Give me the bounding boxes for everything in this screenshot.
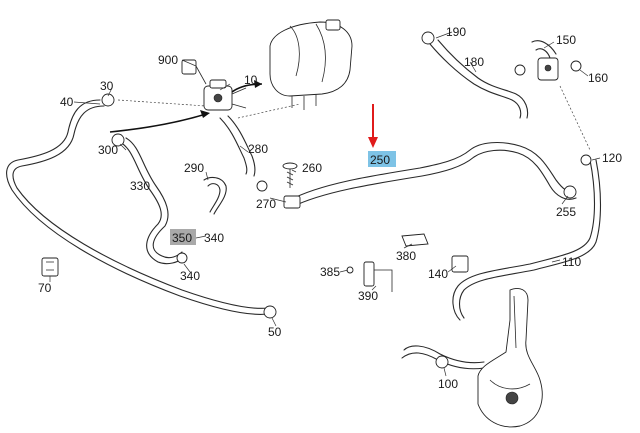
bracket-70 bbox=[41, 257, 59, 277]
label-340-upper: 340 bbox=[204, 231, 224, 245]
label-380: 380 bbox=[396, 249, 416, 263]
label-900: 900 bbox=[158, 53, 178, 67]
part-labels: 900 10 30 40 300 280 290 330 260 270 250… bbox=[38, 25, 622, 391]
fitting-140 bbox=[451, 255, 469, 273]
connector-900 bbox=[181, 59, 207, 85]
label-340-lower: 340 bbox=[180, 269, 200, 283]
leader-lines bbox=[49, 31, 601, 377]
label-190: 190 bbox=[446, 25, 466, 39]
label-180: 180 bbox=[464, 55, 484, 69]
label-290: 290 bbox=[184, 161, 204, 175]
label-30: 30 bbox=[100, 79, 114, 93]
reservoir bbox=[477, 288, 543, 428]
label-260: 260 bbox=[302, 161, 322, 175]
label-150: 150 bbox=[556, 33, 576, 47]
fitting-270 bbox=[283, 195, 301, 209]
valve-10 bbox=[109, 79, 263, 133]
label-110: 110 bbox=[562, 255, 581, 269]
clamps bbox=[101, 31, 592, 369]
label-160: 160 bbox=[588, 71, 608, 85]
label-120: 120 bbox=[602, 151, 622, 165]
label-140: 140 bbox=[428, 267, 448, 281]
label-40: 40 bbox=[60, 95, 74, 109]
part-350-highlight bbox=[170, 229, 196, 245]
label-300: 300 bbox=[98, 143, 118, 157]
label-50: 50 bbox=[268, 325, 282, 339]
label-385: 385 bbox=[320, 265, 340, 279]
expansion-tank bbox=[269, 19, 353, 110]
label-280: 280 bbox=[248, 142, 268, 156]
label-100: 100 bbox=[438, 377, 458, 391]
label-255: 255 bbox=[556, 205, 576, 219]
label-270: 270 bbox=[256, 197, 276, 211]
bracket-390-385 bbox=[346, 261, 393, 292]
label-10: 10 bbox=[244, 73, 258, 87]
label-330: 330 bbox=[130, 179, 150, 193]
bolt-260 bbox=[282, 162, 298, 188]
label-390: 390 bbox=[358, 289, 378, 303]
label-70: 70 bbox=[38, 281, 52, 295]
indicator-arrow bbox=[368, 104, 378, 148]
part-250-highlight bbox=[368, 151, 396, 167]
connector-150-housing bbox=[537, 57, 559, 81]
label-350: 350 bbox=[172, 231, 192, 245]
label-250: 250 bbox=[370, 153, 390, 167]
bracket-380 bbox=[401, 233, 429, 247]
